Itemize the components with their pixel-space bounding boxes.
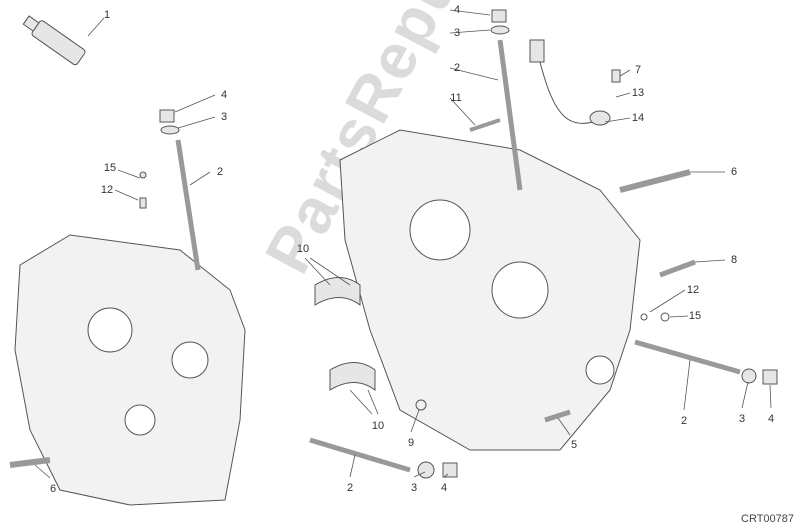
callout-3: 3 bbox=[738, 413, 746, 425]
callout-2: 2 bbox=[346, 482, 354, 494]
leader-lines bbox=[34, 9, 772, 479]
callout-1: 1 bbox=[103, 9, 111, 21]
callout-6: 6 bbox=[49, 483, 57, 495]
callout-12: 12 bbox=[686, 284, 700, 296]
sealant-tube bbox=[22, 15, 86, 66]
callout-13: 13 bbox=[631, 87, 645, 99]
callout-2: 2 bbox=[216, 166, 224, 178]
right-crankcase bbox=[339, 129, 641, 451]
callout-3: 3 bbox=[220, 111, 228, 123]
callout-7: 7 bbox=[634, 64, 642, 76]
callout-4: 4 bbox=[767, 413, 775, 425]
callout-11: 11 bbox=[450, 92, 462, 104]
drawing-code: CRT00787 bbox=[741, 513, 794, 525]
callout-5: 5 bbox=[570, 439, 578, 451]
callout-3: 3 bbox=[453, 27, 461, 39]
callout-3: 3 bbox=[410, 482, 418, 494]
callout-4: 4 bbox=[220, 89, 228, 101]
callout-4: 4 bbox=[453, 4, 461, 16]
callout-14: 14 bbox=[631, 112, 645, 124]
callout-10: 10 bbox=[371, 420, 385, 432]
callout-4: 4 bbox=[440, 482, 448, 494]
callout-10: 10 bbox=[296, 243, 310, 255]
callout-9: 9 bbox=[407, 437, 415, 449]
callout-15: 15 bbox=[103, 162, 117, 174]
left-crankcase bbox=[14, 234, 246, 506]
callout-12: 12 bbox=[100, 184, 114, 196]
callout-2: 2 bbox=[680, 415, 688, 427]
callout-6: 6 bbox=[730, 166, 738, 178]
callout-8: 8 bbox=[730, 254, 738, 266]
callout-2: 2 bbox=[453, 62, 461, 74]
callout-15: 15 bbox=[688, 310, 702, 322]
